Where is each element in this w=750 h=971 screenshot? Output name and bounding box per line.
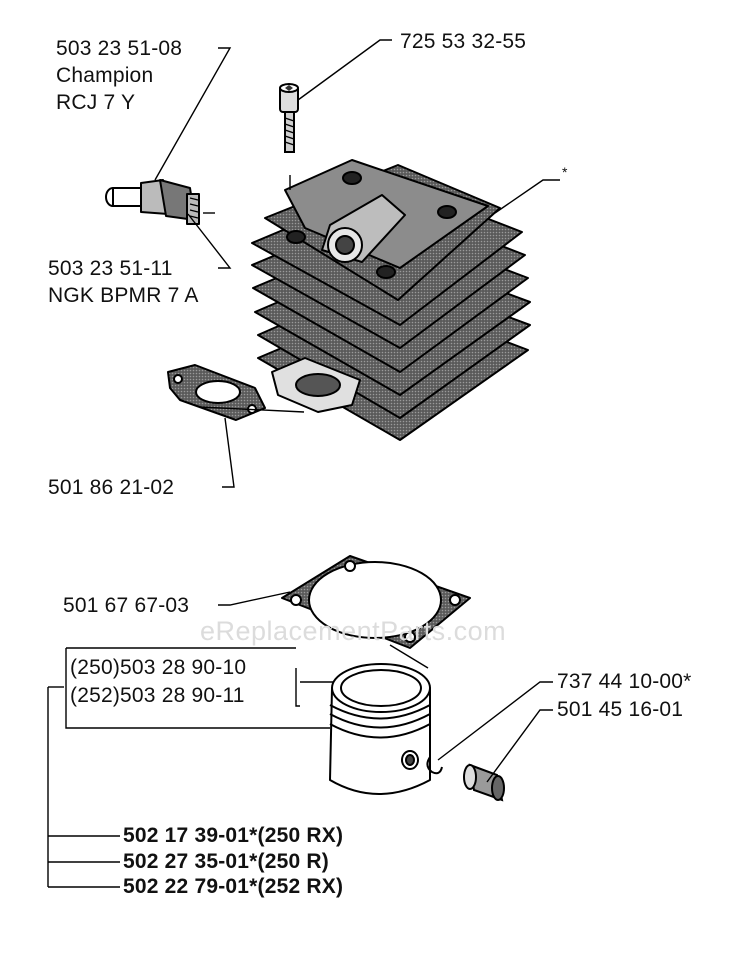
- exhaust-gasket-drawing: [167, 364, 266, 421]
- label-exhaust-gasket: 501 86 21-02: [48, 476, 175, 499]
- label-circlip: 737 44 10-00*: [557, 670, 692, 693]
- circlip-drawing: [426, 756, 443, 775]
- label-champion-model: RCJ 7 Y: [56, 91, 136, 114]
- label-ngk-model: NGK BPMR 7 A: [48, 284, 199, 307]
- label-needle-bearing: 501 45 16-01: [557, 698, 684, 721]
- label-piston-252: (252)503 28 90-11: [70, 684, 245, 707]
- needle-bearing-drawing: [463, 763, 505, 802]
- label-kit-250rx: 502 17 39-01*(250 RX): [123, 824, 344, 847]
- label-kit-250r: 502 27 35-01*(250 R): [123, 850, 329, 873]
- base-gasket-drawing: [281, 555, 471, 649]
- label-cylinder-mark: *: [562, 164, 568, 180]
- label-champion-pn: 503 23 51-08: [56, 37, 183, 60]
- spark-plug-drawing: [105, 179, 200, 225]
- piston-drawing: [329, 663, 431, 795]
- watermark: eReplacementParts.com: [200, 616, 507, 646]
- label-bolt-pn: 725 53 32-55: [400, 30, 527, 53]
- label-champion-brand: Champion: [56, 64, 154, 87]
- label-kit-252rx: 502 22 79-01*(252 RX): [123, 875, 344, 898]
- leader-lines: [47, 39, 560, 888]
- cylinder-drawing: [251, 159, 531, 441]
- label-base-gasket: 501 67 67-03: [63, 594, 190, 617]
- label-piston-250: (250)503 28 90-10: [70, 656, 247, 679]
- label-ngk-pn: 503 23 51-11: [48, 257, 173, 280]
- cylinder-bolt-drawing: [279, 83, 299, 153]
